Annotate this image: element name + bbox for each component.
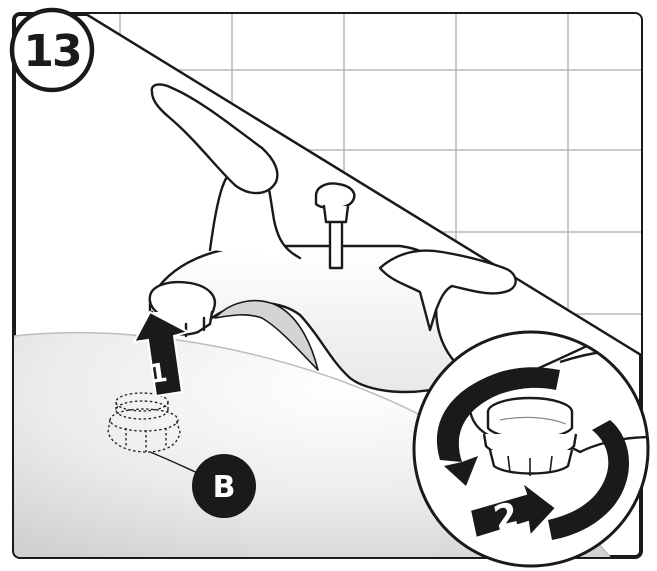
aerator-part	[107, 392, 181, 453]
up-arrow: 1	[132, 310, 191, 398]
rotation-arrow	[436, 367, 630, 540]
step-number: 13	[23, 26, 80, 77]
arrow-first-label: 1	[147, 358, 169, 390]
part-label: B	[213, 470, 236, 505]
wall-edge	[85, 14, 641, 357]
part-callout: B	[192, 454, 256, 518]
turn-arrow: 2	[468, 479, 558, 540]
step-badge: 13	[9, 7, 95, 93]
faucet-illustration	[148, 83, 517, 394]
